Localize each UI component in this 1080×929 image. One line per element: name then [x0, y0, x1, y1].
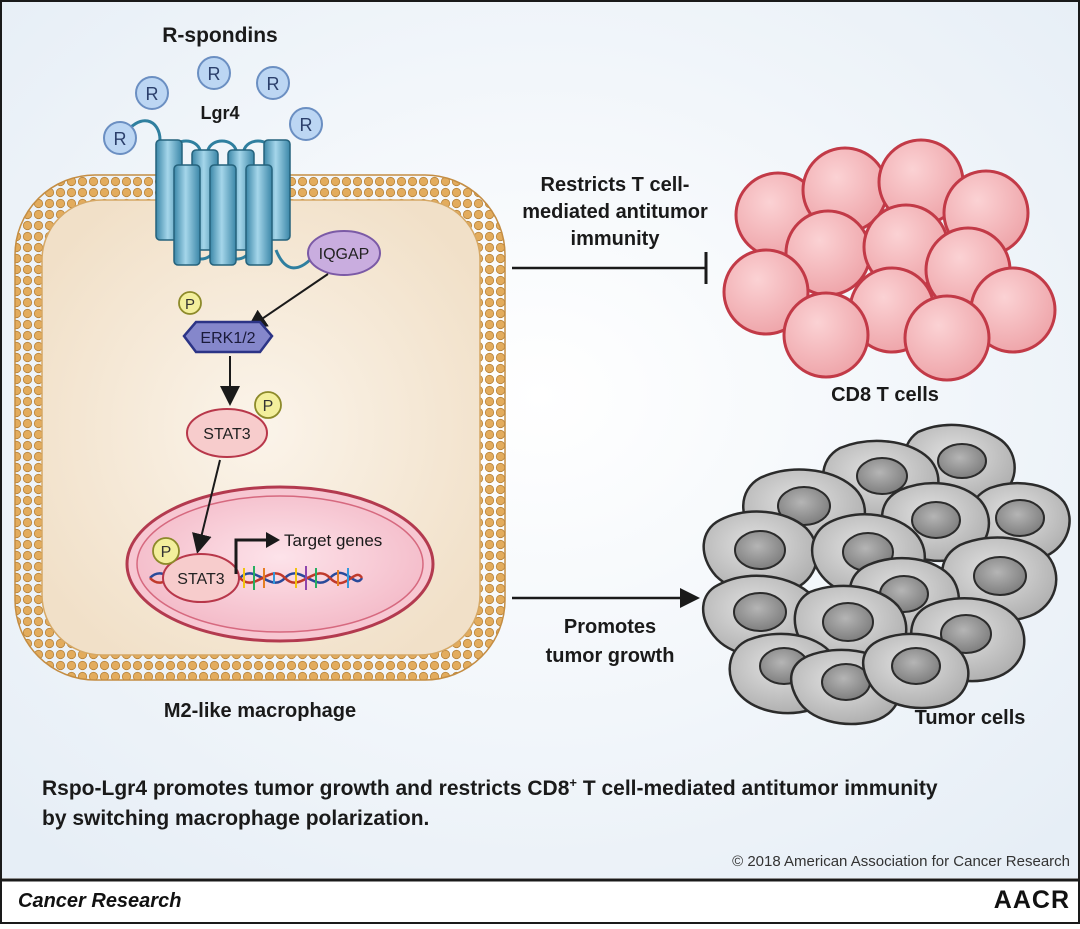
r-spondin-ligand-4: R: [103, 121, 137, 155]
erk-label: ERK1/2: [200, 330, 255, 347]
tumor-cell: [880, 481, 991, 563]
target-genes-label: Target genes: [284, 531, 382, 550]
r-spondin-ligand-3: R: [256, 66, 290, 100]
stat3-nucleus-node: STAT3: [162, 553, 240, 603]
tumor-cell-cluster: [701, 423, 1071, 726]
caption-line-1: Rspo-Lgr4 promotes tumor growth and rest…: [42, 768, 1052, 804]
ligand-symbol: R: [267, 74, 280, 94]
t-cell: [722, 248, 810, 336]
phospho-label: P: [185, 296, 195, 313]
stat3-label: STAT3: [203, 426, 251, 443]
r-spondins-title: R-spondins: [162, 24, 278, 47]
iqgap-node: IQGAP: [307, 230, 381, 276]
tumor-cell: [702, 510, 819, 596]
lgr4-receptor: [120, 119, 314, 270]
arrow-stat3-to-nucleus: [192, 459, 221, 554]
figure-caption: Rspo-Lgr4 promotes tumor growth and rest…: [42, 768, 1052, 834]
cd8-t-cell-cluster: [722, 138, 1057, 382]
transcription-arrow: [234, 538, 268, 574]
t-cell: [782, 291, 870, 379]
promotes-line-2: tumor growth: [545, 645, 675, 667]
lgr4-label: Lgr4: [200, 103, 240, 123]
stat3-nucleus-label: STAT3: [177, 571, 225, 588]
t-cell: [903, 294, 991, 382]
aacr-logo: AACR: [993, 886, 1070, 914]
caption-line-2: by switching macrophage polarization.: [42, 807, 430, 830]
r-spondin-ligand-1: R: [135, 76, 169, 110]
stat3-nucleus-phospho-badge: P: [152, 537, 180, 565]
helix-7: [245, 164, 273, 266]
cd8-t-cells-label: CD8 T cells: [831, 384, 939, 406]
r-spondin-ligand-2: R: [197, 56, 231, 90]
arrow-iqgap-to-erk: [246, 273, 329, 330]
helix-5: [173, 164, 201, 266]
caption-part-1: Rspo-Lgr4 promotes tumor growth and rest…: [42, 777, 570, 800]
phospho-label: P: [263, 398, 274, 415]
macrophage-label: M2-like macrophage: [163, 700, 357, 722]
erk-phospho-badge: P: [178, 291, 202, 315]
helix-6: [209, 164, 237, 266]
ligand-symbol: R: [146, 84, 159, 104]
tumor-cells-label: Tumor cells: [914, 707, 1026, 729]
ligand-symbol: R: [300, 115, 313, 135]
phospho-label: P: [161, 544, 172, 561]
caption-superscript: +: [569, 775, 577, 790]
promotes-line-1: Promotes: [563, 616, 657, 638]
restricts-line-2: mediated antitumor: [522, 201, 708, 223]
restricts-line-1: Restricts T cell-: [540, 174, 690, 196]
stat3-cytoplasm-node: STAT3: [186, 408, 268, 458]
ligand-symbol: R: [114, 129, 127, 149]
promote-arrow-head: [680, 588, 700, 608]
promotes-label: Promotes tumor growth: [500, 613, 720, 671]
erk-node: ERK1/2: [182, 320, 274, 354]
tumor-cell: [861, 632, 970, 710]
ligand-symbol: R: [208, 64, 221, 84]
restricts-label: Restricts T cell- mediated antitumor imm…: [500, 172, 730, 253]
restricts-line-3: immunity: [570, 228, 660, 250]
iqgap-label: IQGAP: [319, 246, 370, 263]
r-spondin-ligand-5: R: [289, 107, 323, 141]
caption-part-2: T cell-mediated antitumor immunity: [576, 777, 938, 800]
transcription-arrow-head: [266, 532, 280, 548]
journal-name: Cancer Research: [18, 890, 182, 912]
stat3-phospho-badge: P: [254, 391, 282, 419]
copyright-notice: © 2018 American Association for Cancer R…: [732, 853, 1070, 870]
